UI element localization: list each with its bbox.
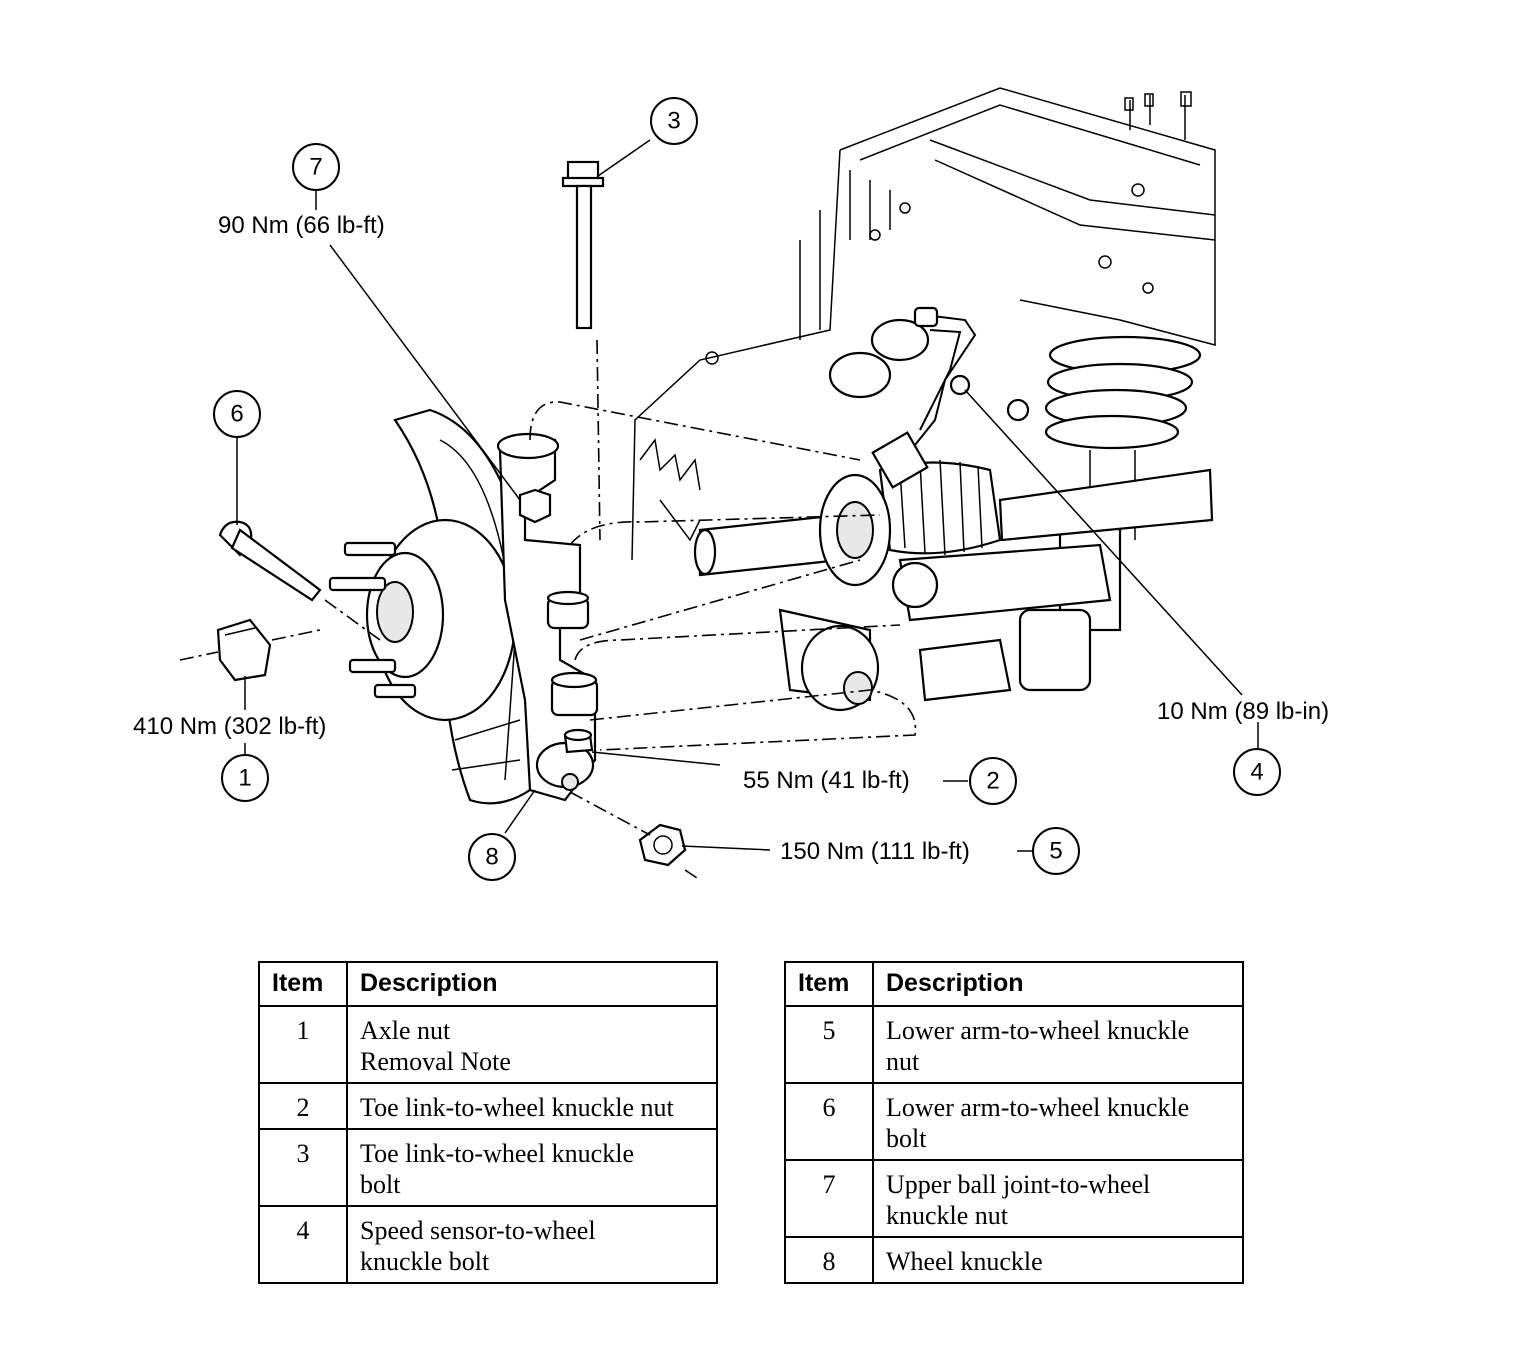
- callout-7-number: 7: [309, 154, 322, 181]
- item-number: 5: [784, 1005, 874, 1084]
- axle-nut: [179, 618, 321, 682]
- callout-2-number: 2: [986, 768, 999, 795]
- torque-label-7: 90 Nm (66 lb-ft): [218, 212, 385, 239]
- column-header-description: Description: [872, 961, 1244, 1007]
- column-header-item: Item: [784, 961, 874, 1007]
- item-number: 6: [784, 1082, 874, 1161]
- callout-3: 3: [650, 97, 698, 145]
- item-number: 4: [258, 1205, 348, 1284]
- toe-link-bolt: [561, 160, 605, 541]
- bushings: [546, 590, 599, 717]
- item-description: Wheel knuckle: [872, 1236, 1244, 1284]
- description-line: Axle nut: [360, 1016, 451, 1045]
- item-number: 7: [784, 1159, 874, 1238]
- callout-4: 4: [1233, 748, 1281, 796]
- item-number: 8: [784, 1236, 874, 1284]
- callout-5-number: 5: [1049, 838, 1062, 865]
- frame-structure: [631, 87, 1216, 561]
- torque-label-4: 10 Nm (89 lb-in): [1157, 698, 1329, 725]
- callout-1-number: 1: [238, 765, 251, 792]
- column-header-description: Description: [346, 961, 718, 1007]
- description-line: Removal Note: [360, 1047, 511, 1076]
- callout-4-number: 4: [1250, 759, 1263, 786]
- description-line: Speed sensor-to-wheel: [360, 1216, 596, 1245]
- item-description: Toe link-to-wheel knuckle bolt: [346, 1128, 718, 1207]
- item-description: Toe link-to-wheel knuckle nut: [346, 1082, 718, 1130]
- description-line: knuckle bolt: [360, 1247, 490, 1276]
- table-row: 6 Lower arm-to-wheel knuckle bolt: [784, 1082, 1244, 1161]
- table-row: 2 Toe link-to-wheel knuckle nut: [258, 1082, 718, 1130]
- toe-link-nut: [563, 728, 594, 754]
- description-line: nut: [886, 1047, 920, 1076]
- description-line: Wheel knuckle: [886, 1247, 1043, 1276]
- torque-label-5: 150 Nm (111 lb-ft): [780, 838, 970, 865]
- callout-2: 2: [969, 757, 1017, 805]
- item-number: 3: [258, 1128, 348, 1207]
- lower-arm: [778, 318, 1112, 712]
- table-row: 1 Axle nut Removal Note: [258, 1005, 718, 1084]
- callout-3-number: 3: [667, 108, 680, 135]
- callout-6-number: 6: [230, 401, 243, 428]
- alignment-paths: [529, 401, 917, 836]
- legend-table-left: Item Description 1 Axle nut Removal Note…: [258, 961, 718, 1284]
- item-description: Upper ball joint-to-wheel knuckle nut: [872, 1159, 1244, 1238]
- halfshaft: [693, 459, 1214, 587]
- callout-7: 7: [292, 143, 340, 191]
- wheel-hub: [328, 518, 517, 722]
- speed-sensor-harness: [871, 306, 977, 489]
- item-description: Speed sensor-to-wheel knuckle bolt: [346, 1205, 718, 1284]
- description-line: Toe link-to-wheel knuckle: [360, 1139, 634, 1168]
- table-row: 8 Wheel knuckle: [784, 1236, 1244, 1284]
- description-line: Upper ball joint-to-wheel: [886, 1170, 1151, 1199]
- lower-arm-nut: [638, 823, 701, 881]
- table-row: 5 Lower arm-to-wheel knuckle nut: [784, 1005, 1244, 1084]
- table-row: 4 Speed sensor-to-wheel knuckle bolt: [258, 1205, 718, 1284]
- torque-label-2: 55 Nm (41 lb-ft): [743, 767, 910, 794]
- description-line: bolt: [360, 1170, 401, 1199]
- callout-1: 1: [221, 754, 269, 802]
- description-line: Lower arm-to-wheel knuckle: [886, 1016, 1190, 1045]
- callout-6: 6: [213, 390, 261, 438]
- callout-8-number: 8: [485, 844, 498, 871]
- item-description: Lower arm-to-wheel knuckle nut: [872, 1005, 1244, 1084]
- description-line: knuckle nut: [886, 1201, 1009, 1230]
- description-line: Lower arm-to-wheel knuckle: [886, 1093, 1190, 1122]
- legend-table-right: Item Description 5 Lower arm-to-wheel kn…: [784, 961, 1244, 1284]
- lower-arm-bolt: [218, 520, 381, 641]
- callout-8: 8: [468, 833, 516, 881]
- suspension-exploded-diagram: 1 2 3 4 5 6 7 8 90 Nm (66 lb-ft) 410 Nm …: [133, 87, 1329, 881]
- table-row: 7 Upper ball joint-to-wheel knuckle nut: [784, 1159, 1244, 1238]
- callout-5: 5: [1032, 827, 1080, 875]
- description-line: Toe link-to-wheel knuckle nut: [360, 1093, 674, 1122]
- leader-lines: [236, 139, 1259, 852]
- torque-label-1: 410 Nm (302 lb-ft): [133, 713, 326, 740]
- item-description: Lower arm-to-wheel knuckle bolt: [872, 1082, 1244, 1161]
- upper-ball-joint-nut: [518, 488, 552, 524]
- item-description: Axle nut Removal Note: [346, 1005, 718, 1084]
- column-header-item: Item: [258, 961, 348, 1007]
- table-row: 3 Toe link-to-wheel knuckle bolt: [258, 1128, 718, 1207]
- item-number: 2: [258, 1082, 348, 1130]
- item-number: 1: [258, 1005, 348, 1084]
- description-line: bolt: [886, 1124, 927, 1153]
